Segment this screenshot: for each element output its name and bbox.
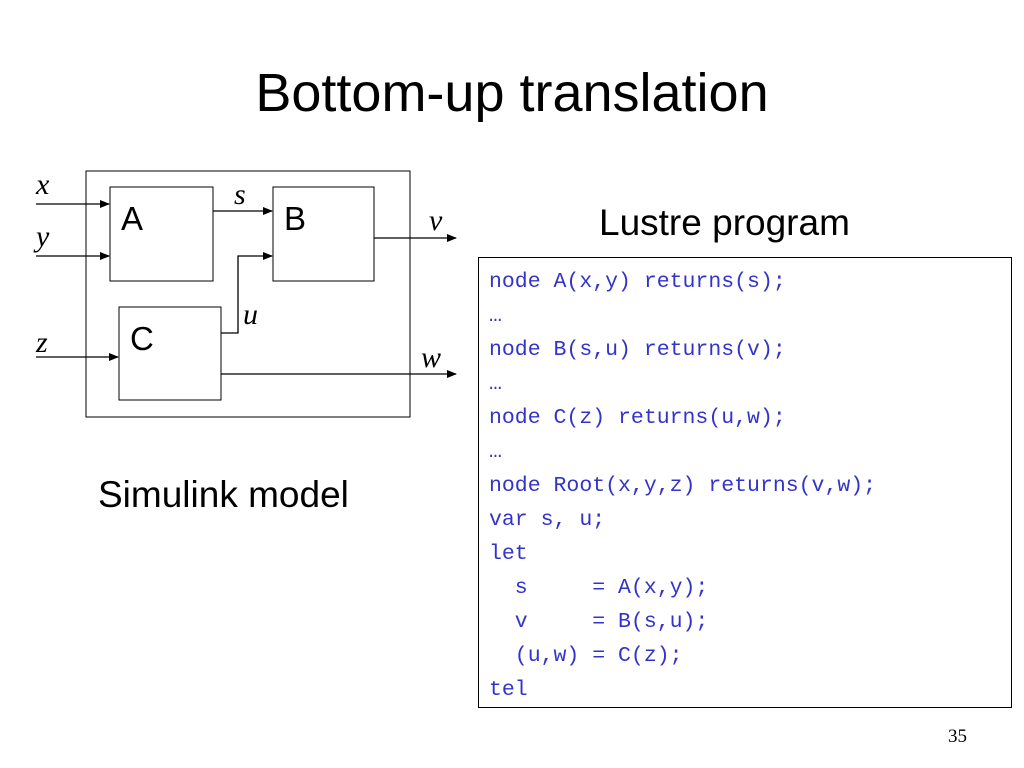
block-c	[118, 306, 222, 401]
code-line: node Root(x,y,z) returns(v,w);	[489, 474, 877, 498]
lustre-caption: Lustre program	[599, 202, 850, 243]
lustre-code-box: node A(x,y) returns(s); … node B(s,u) re…	[478, 257, 1012, 708]
simulink-diagram: A B C x y z s u v w	[33, 168, 457, 418]
code-line: let	[489, 542, 528, 566]
code-line: …	[489, 304, 502, 328]
code-line: tel	[489, 678, 528, 702]
code-line: s = A(x,y);	[489, 576, 709, 600]
signal-label-s: s	[234, 178, 246, 211]
code-line: node B(s,u) returns(v);	[489, 338, 786, 362]
block-a-label: A	[121, 200, 143, 237]
simulink-caption: Simulink model	[98, 474, 349, 515]
code-line: …	[489, 372, 502, 396]
signal-label-v: v	[429, 204, 443, 237]
signal-label-y: y	[33, 220, 50, 253]
code-line: (u,w) = C(z);	[489, 644, 683, 668]
block-a	[109, 186, 214, 282]
code-line: v = B(s,u);	[489, 610, 709, 634]
code-line: …	[489, 440, 502, 464]
code-line: node C(z) returns(u,w);	[489, 406, 786, 430]
code-line: var s, u;	[489, 508, 606, 532]
block-b-label: B	[284, 200, 306, 237]
slide-title: Bottom-up translation	[255, 63, 769, 123]
code-line: node A(x,y) returns(s);	[489, 270, 786, 294]
block-b	[272, 186, 375, 282]
signal-label-w: w	[421, 341, 441, 374]
block-c-label: C	[130, 320, 154, 357]
signal-label-u: u	[243, 298, 258, 331]
signal-label-z: z	[35, 326, 48, 359]
subsystem-frame	[85, 170, 411, 418]
page-number: 35	[948, 726, 967, 747]
signal-label-x: x	[35, 168, 50, 201]
wire-u	[221, 252, 273, 334]
